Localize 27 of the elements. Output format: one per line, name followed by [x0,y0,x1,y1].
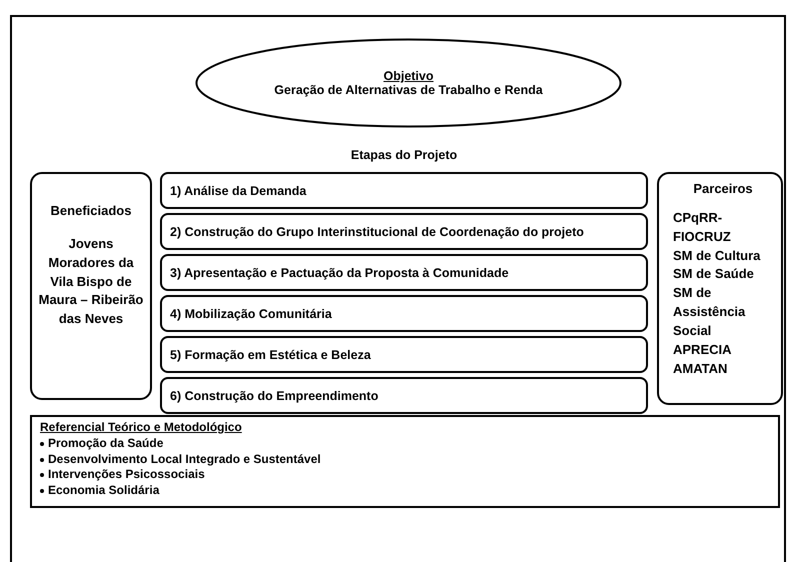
step-box: 2) Construção do Grupo Interinstitucional de Coordenação do projeto [160,213,648,250]
step-box: 3) Apresentação e Pactuação da Proposta à Comunidade [160,254,648,291]
panel-heading: Beneficiados [50,202,132,220]
step-box: 4) Mobilização Comunitária [160,295,648,332]
step-box: 5) Formação em Estética e Beleza [160,336,648,373]
objective-text: Geração de Alternativas de Trabalho e Renda [274,83,543,97]
panel-text: Jovens Moradores da Vila Bispo de Maura – Ribeirão das Neves [38,234,144,328]
panel-heading: Parceiros [692,180,754,198]
partner-name: SM de Saúde [673,265,755,284]
partners-panel [657,172,783,405]
partner-name: CPqRR-FIOCRUZ [673,208,732,246]
reference-heading: Referencial Teórico e Metodológico [40,420,243,436]
partner-name: SM de Cultura [673,246,762,265]
bullet-item: Promoção da Saúde [48,436,164,452]
bullet-item: Economia Solidária [48,483,160,500]
bullet-item: Desenvolvimento Local Integrado e Sustentável [48,452,321,468]
partner-name: AMATAN [673,360,728,378]
partner-name: SM de Assistência Social [673,284,746,340]
partner-name: APRECIA [673,340,733,359]
objective-heading: Objetivo [383,69,434,83]
reference-box [30,415,780,508]
beneficiaries-panel [30,172,152,400]
section-heading: Etapas do Projeto [350,148,458,162]
step-box: 6) Construção do Empreendimento [160,377,648,414]
bullet-item: Intervenções Psicossociais [48,467,205,484]
step-box: 1) Análise da Demanda [160,172,648,209]
objective-ellipse [195,38,622,128]
